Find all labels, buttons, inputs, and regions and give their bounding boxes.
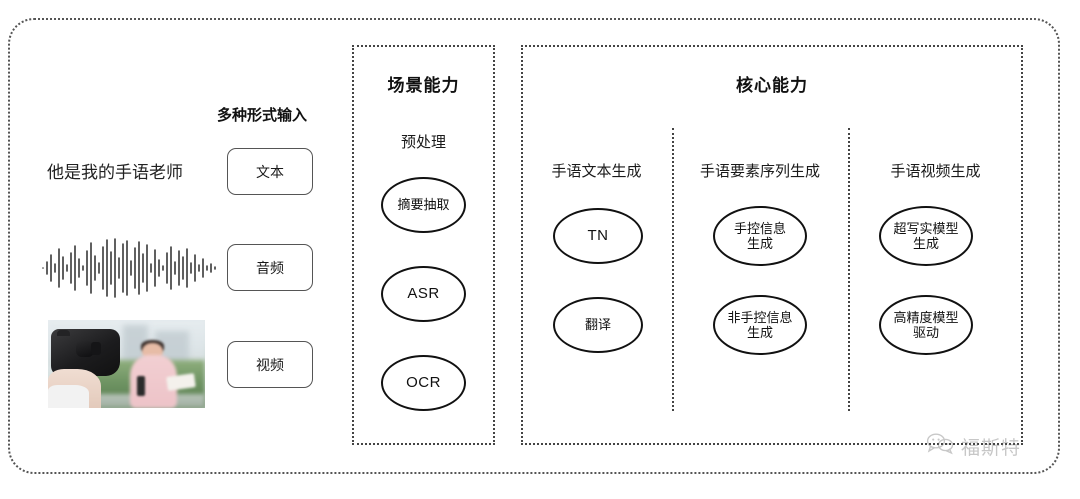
modality-label: 文本 [256, 163, 284, 180]
wechat-bubbles-icon [926, 432, 956, 461]
core-node-translate[interactable]: 翻译 [553, 297, 643, 353]
sample-text-input: 他是我的手语老师 [47, 163, 183, 182]
core-panel-title: 核心能力 [736, 76, 808, 95]
core-divider-1 [672, 128, 674, 411]
modality-label: 音频 [256, 259, 284, 276]
scene-node-summary[interactable]: 摘要抽取 [381, 177, 466, 233]
core-node-tn[interactable]: TN [553, 208, 643, 264]
modality-label: 视频 [256, 356, 284, 373]
watermark-text: 福斯特 [961, 438, 1022, 459]
scene-panel-title: 场景能力 [387, 76, 460, 95]
modality-pill-audio[interactable]: 音频 [227, 244, 313, 291]
core-node-high-precision-drive[interactable]: 高精度模型 驱动 [879, 295, 973, 355]
audio-waveform-icon [40, 237, 220, 299]
core-node-non-manual-info[interactable]: 非手控信息 生成 [713, 295, 807, 355]
watermark: 福斯特 [926, 432, 1021, 461]
scene-node-ocr[interactable]: OCR [381, 355, 466, 411]
core-column-head-video-generation: 手语视频生成 [890, 163, 981, 180]
core-node-photoreal-model[interactable]: 超写实模型 生成 [879, 206, 973, 266]
core-node-manual-info[interactable]: 手控信息 生成 [713, 206, 807, 266]
modality-pill-text[interactable]: 文本 [227, 148, 313, 195]
scene-capability-panel: 场景能力 [352, 45, 495, 445]
core-capability-panel: 核心能力 [521, 45, 1023, 445]
scene-node-asr[interactable]: ASR [381, 266, 466, 322]
core-divider-2 [848, 128, 850, 411]
outer-frame [8, 18, 1060, 474]
modality-pill-video[interactable]: 视频 [227, 341, 313, 388]
scene-column-head: 预处理 [400, 134, 446, 151]
core-column-head-element-sequence: 手语要素序列生成 [699, 163, 820, 180]
video-thumbnail-icon [48, 320, 205, 408]
core-column-head-text-generation: 手语文本生成 [551, 163, 642, 180]
input-caption: 多种形式输入 [217, 107, 308, 124]
